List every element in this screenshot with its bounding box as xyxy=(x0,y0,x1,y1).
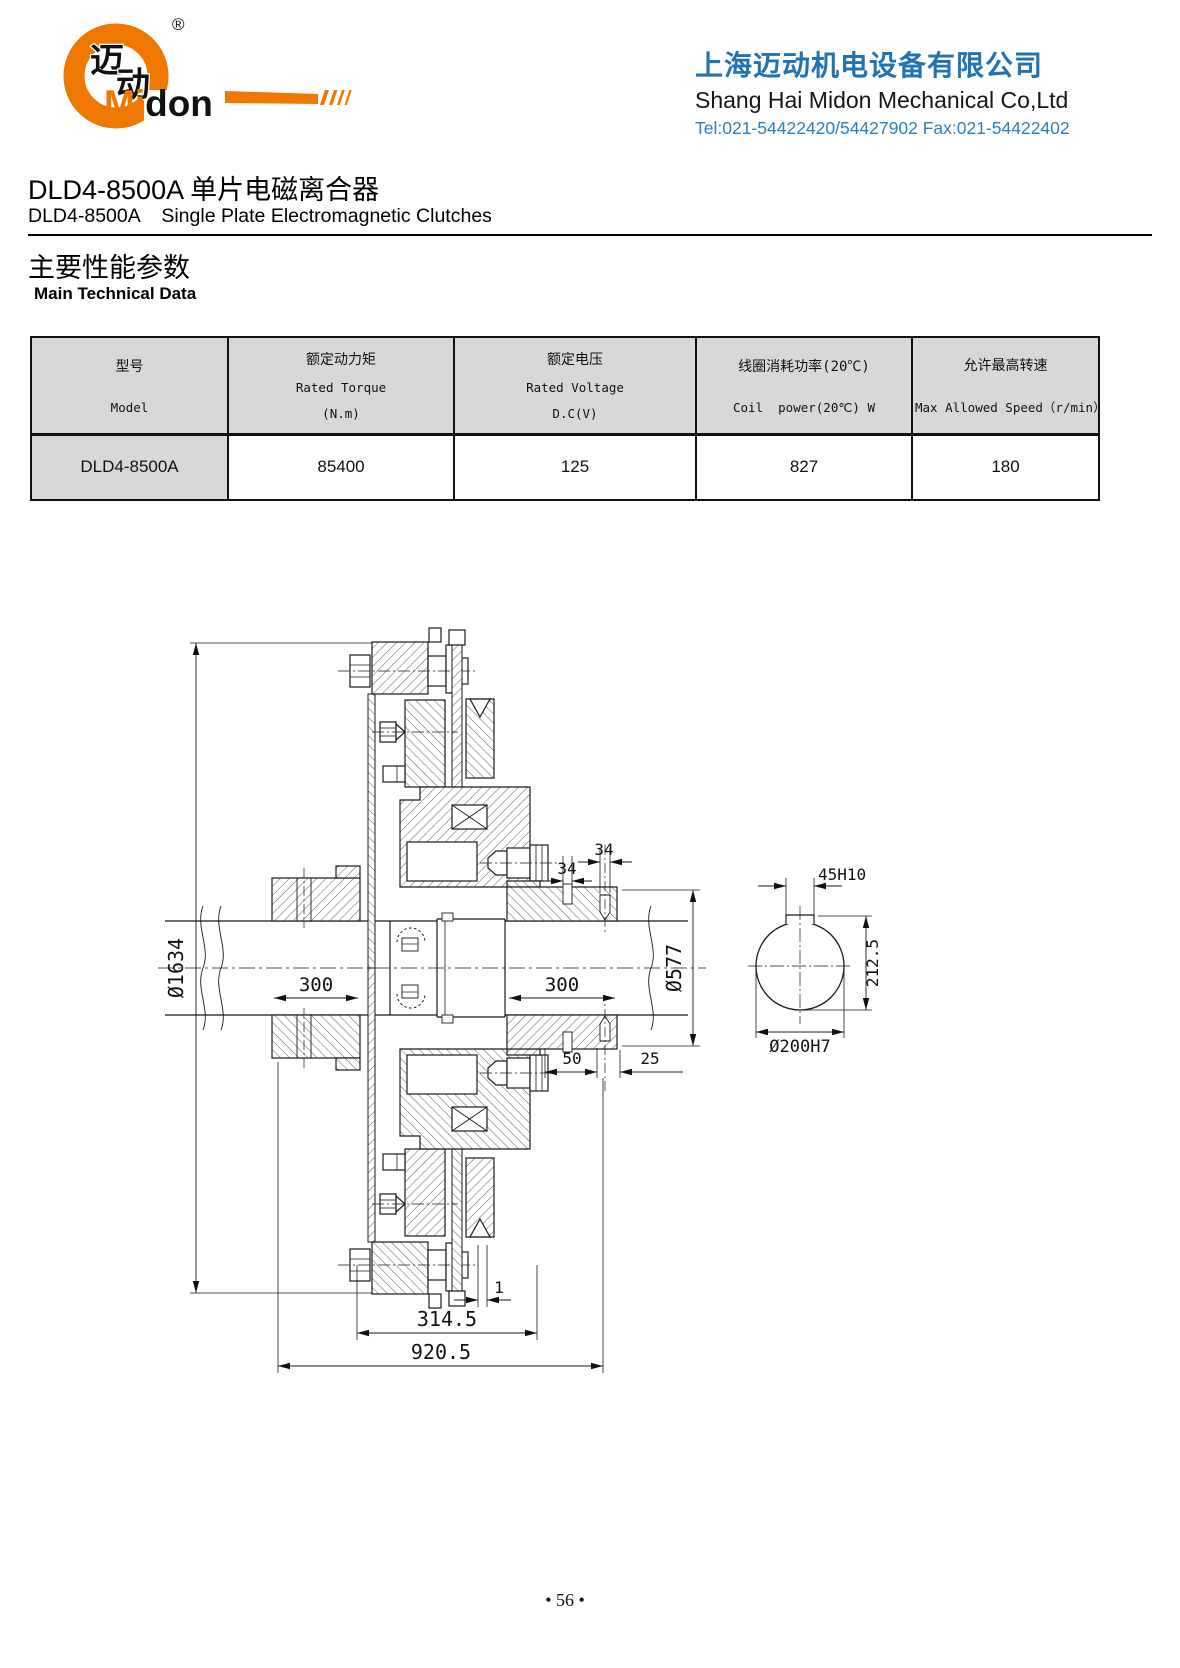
logo-ring-icon xyxy=(63,23,169,129)
midon-logo: 迈 动 ® Midon xyxy=(63,15,352,129)
header-model-cn: 型号 xyxy=(115,358,144,375)
header-torque-cn: 额定动力矩 xyxy=(306,352,376,369)
logo-slashes-icon xyxy=(320,90,352,105)
logo-cn-char-1: 迈 xyxy=(90,42,124,80)
dim-overall-width: 920.5 xyxy=(411,1340,471,1364)
title-underline xyxy=(28,234,1152,236)
col-header-max-speed: 允许最高转速 Max Allowed Speed（r/min） xyxy=(911,336,1106,436)
header-speed-cn: 允许最高转速 xyxy=(963,357,1048,374)
clutch-section-top-half xyxy=(165,627,688,969)
dim-right-hub-length: 300 xyxy=(545,974,579,996)
cell-rated-voltage: 125 xyxy=(453,433,697,501)
dim-left-hub-length: 300 xyxy=(299,974,333,996)
company-contact: Tel:021-54422420/54427902 Fax:021-544224… xyxy=(695,118,1070,138)
cell-model: DLD4-8500A xyxy=(30,433,229,501)
logo-bar-icon xyxy=(225,91,318,104)
technical-drawing: Ø1634 300 300 Ø577 34 34 xyxy=(158,627,882,1373)
header-voltage-en: Rated Voltage xyxy=(526,380,624,396)
col-header-torque: 额定动力矩 Rated Torque (N.m) xyxy=(227,336,455,436)
product-title-cn: DLD4-8500A 单片电磁离合器 xyxy=(28,175,380,205)
shaft-breaks-and-centerlines xyxy=(158,905,706,1031)
cell-coil-power: 827 xyxy=(695,433,913,501)
company-header: 上海迈动机电设备有限公司 Shang Hai Midon Mechanical … xyxy=(695,44,1165,139)
cell-max-speed: 180 xyxy=(911,433,1100,501)
dim-keyway-height: 212.5 xyxy=(863,939,882,987)
col-header-voltage: 额定电压 Rated Voltage D.C(V) xyxy=(453,336,697,436)
col-header-coil-power: 线圈消耗功率(20℃) Coil power(20℃) W xyxy=(695,336,913,436)
dim-bore-diameter: Ø200H7 xyxy=(769,1037,830,1057)
header-model-en: Model xyxy=(110,399,149,415)
dim-offset-25: 25 xyxy=(640,1049,659,1068)
product-title-en: DLD4-8500A Single Plate Electromagnetic … xyxy=(28,205,492,227)
logo-cn-char-2: 动 xyxy=(116,66,150,104)
dim-key-slot-a: 34 xyxy=(557,859,576,878)
header-voltage-cn: 额定电压 xyxy=(547,352,603,369)
logo-ring-mask xyxy=(144,90,238,128)
dim-overall-diameter: Ø1634 xyxy=(164,938,188,998)
dim-key-slot-b: 34 xyxy=(594,840,613,859)
logo-wordmark: Midon xyxy=(104,83,213,124)
header-power-cn: 线圈消耗功率(20℃) xyxy=(738,358,870,375)
header-power-en: Coil power(20℃) W xyxy=(733,399,875,415)
dim-shaft-diameter: Ø577 xyxy=(662,944,686,992)
technical-data-table: 型号 Model 额定动力矩 Rated Torque (N.m) 额定电压 R… xyxy=(30,336,1106,501)
company-name-en: Shang Hai Midon Mechanical Co,Ltd xyxy=(695,87,1069,113)
dim-gap-1: 1 xyxy=(494,1278,504,1297)
section-title-en: Main Technical Data xyxy=(34,284,197,303)
page-number: • 56 • xyxy=(545,1590,585,1610)
dim-body-width: 314.5 xyxy=(417,1307,477,1331)
company-name-cn: 上海迈动机电设备有限公司 xyxy=(695,50,1044,81)
dim-keyway-width: 45H10 xyxy=(818,865,866,884)
dim-offset-50: 50 xyxy=(562,1049,581,1068)
table-header-row: 型号 Model 额定动力矩 Rated Torque (N.m) 额定电压 R… xyxy=(30,336,1106,436)
header-speed-en: Max Allowed Speed（r/min） xyxy=(915,399,1106,415)
registered-mark-icon: ® xyxy=(172,15,185,34)
header-torque-en: Rated Torque xyxy=(295,380,387,396)
keyway-section-view xyxy=(748,906,852,1024)
cell-rated-torque: 85400 xyxy=(227,433,455,501)
dimension-annotations: Ø1634 300 300 Ø577 34 34 xyxy=(164,642,882,1373)
header-torque-unit: (N.m) xyxy=(322,406,360,422)
header-voltage-unit: D.C(V) xyxy=(552,406,598,422)
col-header-model: 型号 Model xyxy=(30,336,229,436)
section-title-cn: 主要性能参数 xyxy=(28,253,190,283)
table-data-row: DLD4-8500A 85400 125 827 180 xyxy=(30,433,1100,501)
